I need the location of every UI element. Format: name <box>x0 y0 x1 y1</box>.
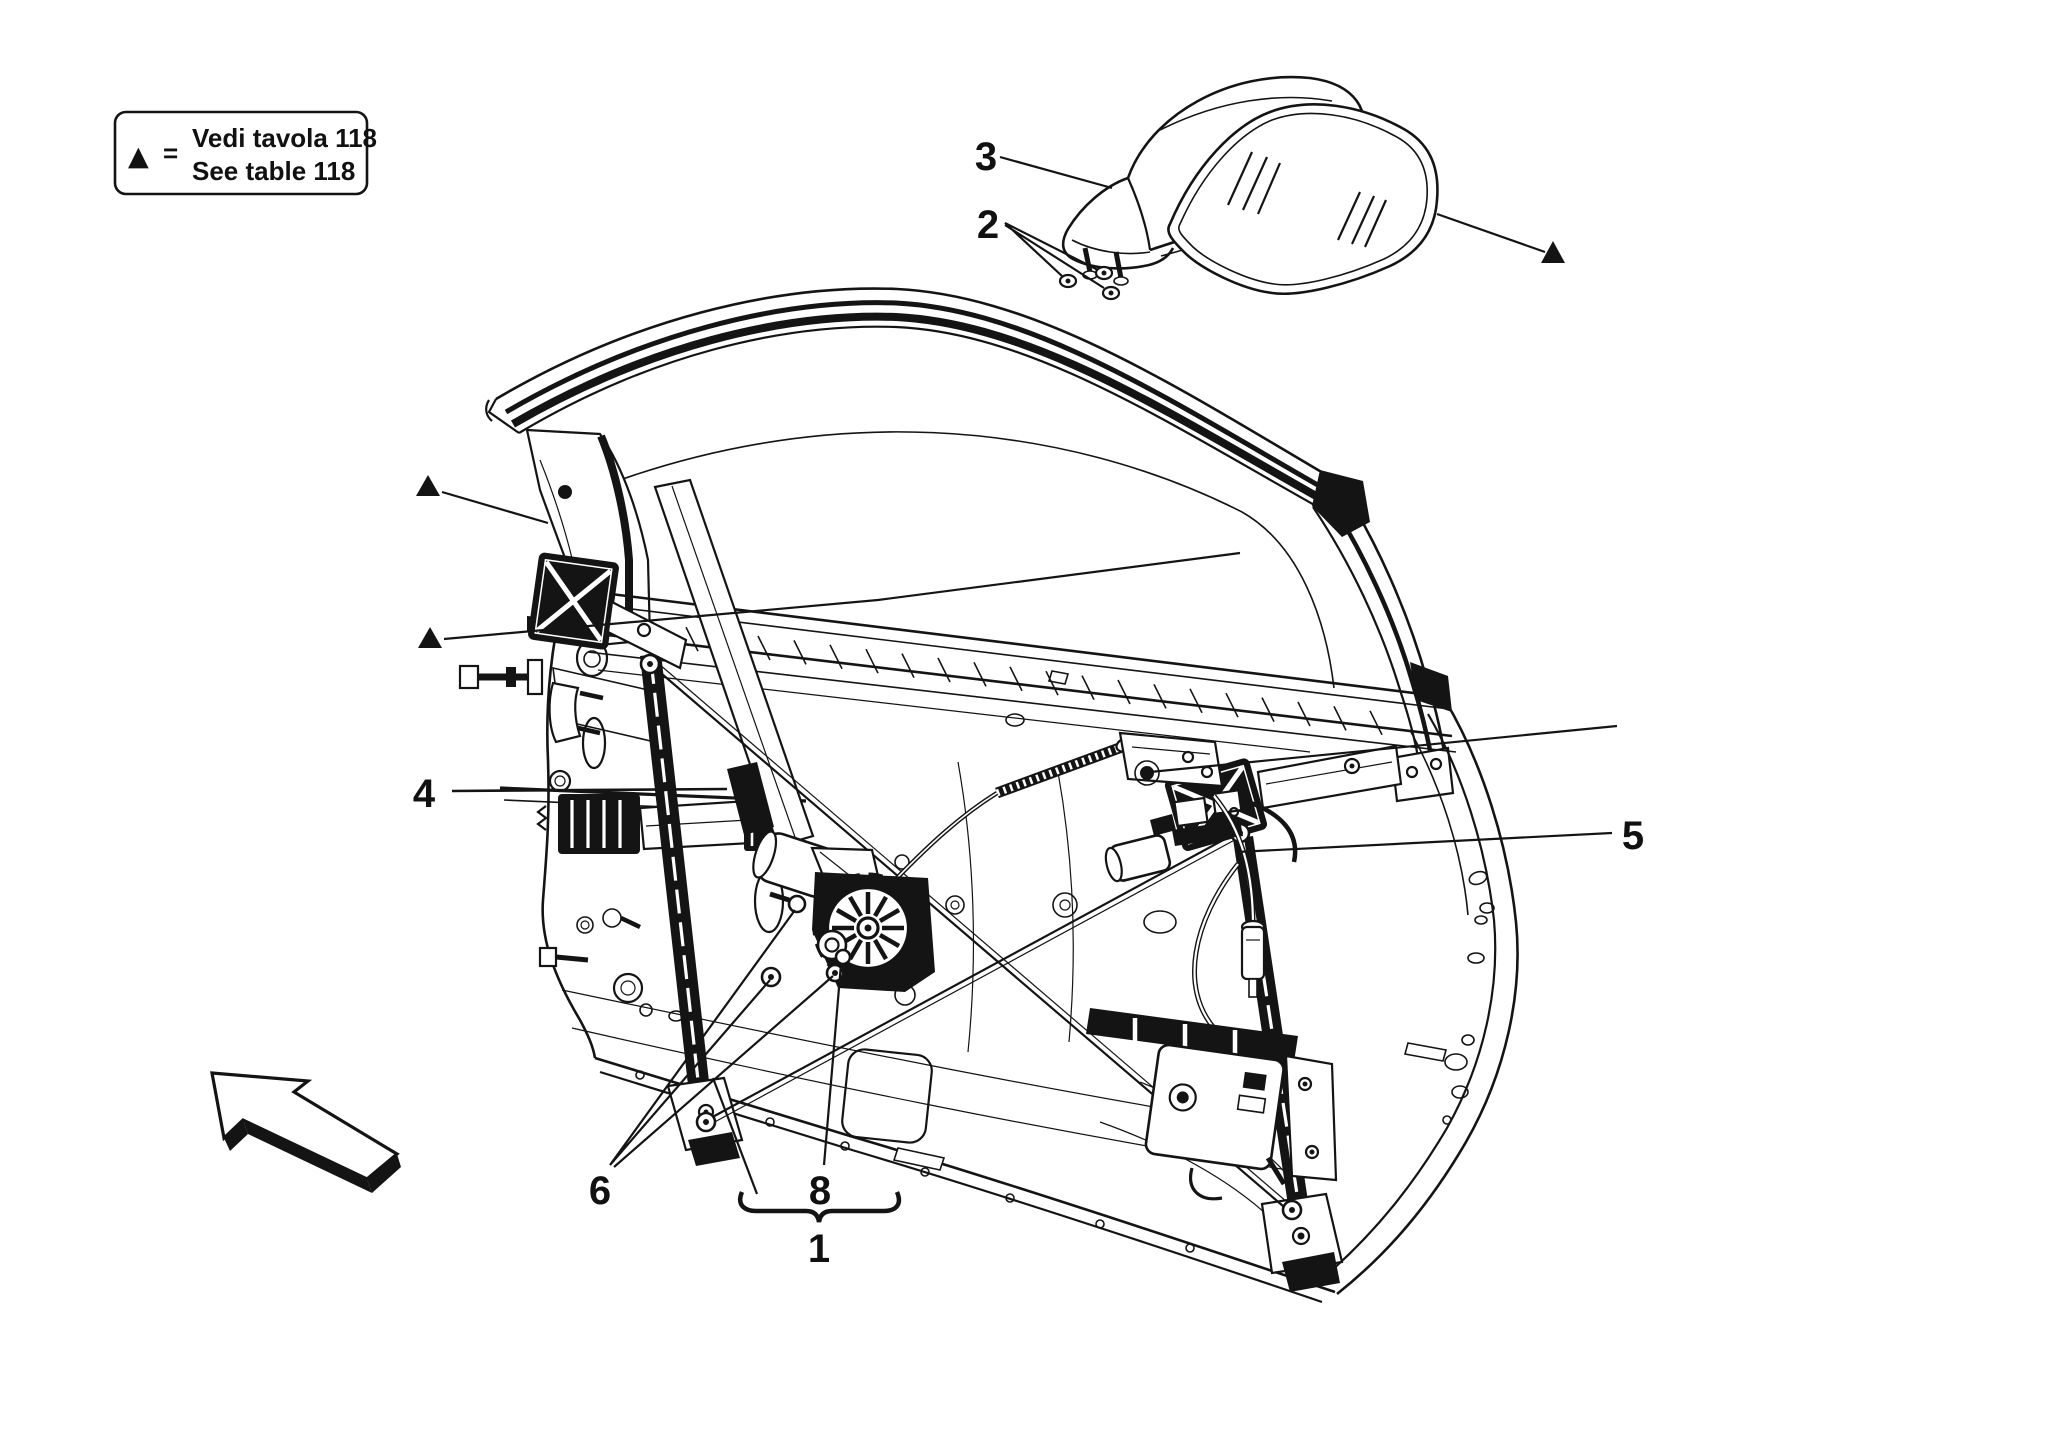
leader-anchor <box>1149 724 1618 774</box>
door-lock-assembly <box>1086 1008 1338 1201</box>
glass-reflection-hatches <box>1226 151 1388 248</box>
arrow-face <box>210 1071 400 1181</box>
mirror-assembly: 3 2 <box>975 75 1565 301</box>
leader-1 <box>711 1077 759 1195</box>
window-opening-edge <box>579 431 1335 689</box>
leader-6-fan <box>609 909 834 1168</box>
regulator-mount-plate-left <box>528 552 619 650</box>
reference-triangle-icon <box>1541 241 1565 263</box>
flange-holes-right <box>1403 870 1495 1125</box>
glass-guide-column <box>653 478 815 848</box>
callout-1: 1 <box>808 1227 830 1271</box>
leader-4 <box>451 787 728 793</box>
legend-equals: = <box>163 138 178 168</box>
legend-triangle-icon: ▲ <box>128 141 149 172</box>
legend-box: ▲ = Vedi tavola 118 See table 118 <box>113 110 377 196</box>
leader-8 <box>822 963 843 1166</box>
callout-5: 5 <box>1622 814 1644 858</box>
mirror-fixing-nuts <box>1058 265 1121 301</box>
reference-triangle-icon <box>418 627 442 648</box>
callout-6: 6 <box>589 1169 611 1213</box>
mirror-foot <box>1061 176 1175 270</box>
mirror-glass <box>1167 103 1439 295</box>
legend-line2: See table 118 <box>192 156 355 186</box>
channel-corner <box>1312 470 1370 537</box>
cable-end-bolt <box>834 948 852 966</box>
mirror-studs <box>1082 247 1129 286</box>
reference-triangle-icon <box>416 475 440 496</box>
leader-3 <box>999 155 1113 190</box>
callout-4: 4 <box>413 772 436 816</box>
leader-triangle-lower <box>443 551 1241 641</box>
direction-arrow <box>210 1071 401 1193</box>
panel-opening <box>841 1048 933 1144</box>
window-motor-assembly <box>752 830 935 992</box>
callouts: 4 5 6 8 1 <box>413 475 1644 1271</box>
callout-3: 3 <box>975 135 997 179</box>
mount-arm-right <box>1256 744 1403 810</box>
motor-bolt-a <box>787 894 807 914</box>
roof-glass-run-channel <box>485 287 1370 537</box>
door-hinge-lower <box>538 946 589 968</box>
legend-line1: Vedi tavola 118 <box>192 123 377 153</box>
door-hinge-upper <box>458 658 544 696</box>
gear-ring <box>812 872 924 984</box>
leader-5 <box>1236 831 1613 854</box>
glass-channel-pad <box>727 762 774 835</box>
callout-2: 2 <box>977 203 999 247</box>
leader-2-fan <box>1004 222 1105 289</box>
leader-triangle-upper <box>441 490 549 525</box>
door-assembly: 4 5 6 8 1 <box>413 287 1644 1304</box>
bracket-1 <box>738 1191 902 1223</box>
cable-connector <box>1240 925 1266 981</box>
leader-mirror-triangle <box>1436 212 1546 254</box>
regulator-cables <box>639 653 1303 1221</box>
mirror-mount-hole <box>558 485 572 499</box>
legend-frame <box>113 110 369 196</box>
cable-anchor-bracket <box>1118 731 1224 788</box>
callout-8: 8 <box>809 1169 831 1213</box>
